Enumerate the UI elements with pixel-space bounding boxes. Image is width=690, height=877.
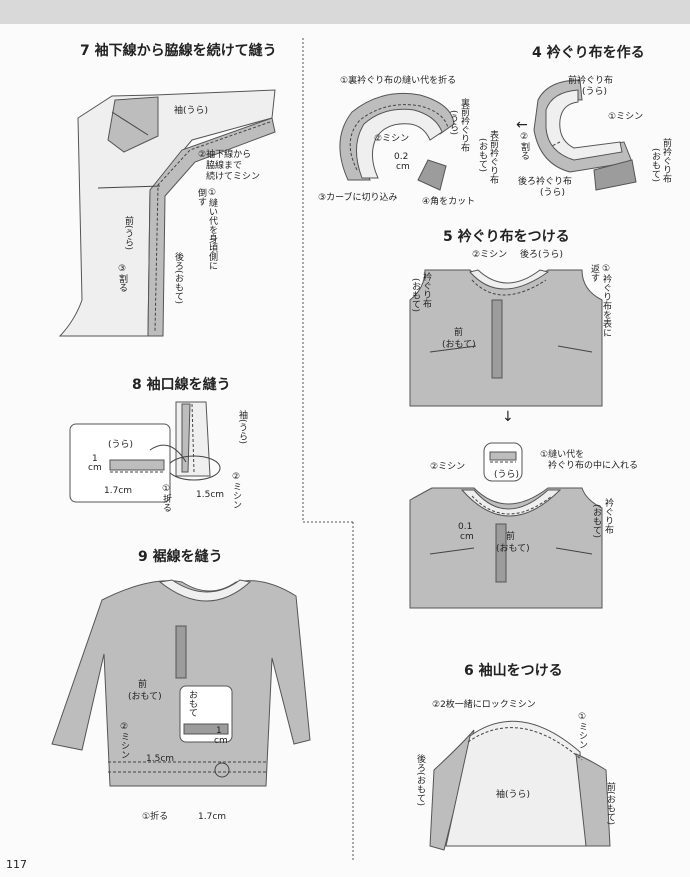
step5-overlap-1: ①衿ぐり布を表に	[601, 264, 611, 337]
step8-title: 8 袖口線を縫う	[132, 377, 231, 393]
step7-front-label: 前(うら)	[123, 216, 133, 251]
step5-neck-piece2: 衿ぐり布	[603, 498, 613, 534]
step4-front-piece: 前衿ぐり布	[568, 76, 614, 86]
step4-arrow-icon: ←	[516, 117, 528, 133]
step4-fold-seam: ①裏衿ぐり布の縫い代を折る	[340, 76, 457, 86]
step7-fold-1: ①縫い代を身頃側に	[207, 188, 217, 270]
step5-top-illustration	[409, 269, 603, 407]
step5-back: 後ろ(うら)	[520, 250, 564, 260]
step7-illustration	[58, 89, 276, 337]
step5-neck-piece: 衿ぐり布	[421, 272, 431, 308]
step9-illustration	[51, 579, 311, 787]
step5-width: 0.1	[458, 522, 473, 532]
step8-zoom-label: (うら)	[108, 440, 134, 450]
step9-front: 前	[138, 680, 148, 690]
step5-front2-sub: (おもて)	[496, 544, 530, 554]
step9-title: 9 裾線を縫う	[138, 549, 223, 565]
step9-hem-width: 1.5cm	[146, 754, 175, 764]
step6-back: 後ろ(おもて)	[415, 754, 425, 807]
page-number: 117	[6, 858, 27, 871]
step5-bottom-illustration	[409, 442, 603, 609]
step9-one: 1	[216, 726, 222, 736]
step7-stitch-3: 続けてミシン	[206, 172, 261, 182]
step7-stitch-2: 脇線まで	[206, 161, 243, 171]
step6-stitch: ①ミシン	[577, 712, 587, 749]
step6-title: 6 袖山をつける	[464, 663, 563, 679]
step5-stitch2: ②ミシン	[430, 462, 466, 472]
step4-width: 0.2	[394, 152, 409, 162]
step8-hem-width: 1.5cm	[196, 490, 225, 500]
step7-back-label: 後ろ(おもて)	[173, 252, 183, 305]
step5-neck-piece-sub: (おもて)	[410, 278, 420, 313]
step4-back-front-sub: (うら)	[448, 110, 458, 136]
step7-press-label: ③割る	[117, 264, 127, 292]
step9-zoom-label: おもて	[187, 690, 197, 717]
step5-arrow-icon: ↓	[502, 409, 514, 425]
step4-front-piece2: 前衿ぐり布	[661, 138, 671, 183]
step9-unit: cm	[214, 736, 228, 746]
step4-back-front: 裏前衿ぐり布	[459, 98, 469, 152]
step5-front2: 前	[506, 532, 516, 542]
step5-front-sub: (おもて)	[442, 340, 476, 350]
step7-stitch-1: ②袖下線から	[198, 150, 252, 160]
step9-stitch: ②ミシン	[119, 722, 129, 759]
step4-illustration	[339, 79, 637, 191]
step4-press: ②割る	[519, 132, 529, 160]
step4-clip: ③カーブに切り込み	[318, 193, 398, 203]
step5-front: 前	[454, 328, 464, 338]
step9-fold: ①折る	[142, 812, 169, 822]
step8-stitch: ②ミシン	[231, 472, 241, 509]
step8-seam-width: 1.7cm	[104, 486, 133, 496]
step6-front: 前(おもて)	[605, 782, 615, 826]
step4-back-piece: 後ろ衿ぐり布	[518, 177, 573, 187]
step7-sleeve-label: 袖(うら)	[174, 106, 209, 116]
step5-insert: ①縫い代を	[540, 450, 585, 460]
top-band	[0, 0, 690, 24]
step6-sleeve: 袖(うら)	[496, 790, 531, 800]
step4-back-piece-sub: (うら)	[540, 188, 566, 198]
step4-seam1: ①ミシン	[608, 112, 644, 122]
step4-corner: ④角をカット	[422, 197, 476, 207]
step5-unit: cm	[460, 532, 474, 542]
step5-overlap-2: 返す	[589, 264, 599, 282]
step5-stitch: ②ミシン	[472, 250, 508, 260]
step4-front-piece-sub: (うら)	[582, 87, 608, 97]
step4-title: 4 衿ぐり布を作る	[532, 45, 645, 61]
step5-neck-piece2-sub: (おもて)	[591, 504, 601, 539]
step7-fold-2: 倒す	[196, 188, 206, 206]
step8-fold: ①折る	[161, 484, 171, 512]
step5-zoom-label: (うら)	[494, 470, 520, 480]
step8-sleeve: 袖(うら)	[237, 410, 247, 445]
step4-front-piece2-sub: (おもて)	[650, 148, 660, 183]
step7-title: 7 袖下線から脇線を続けて縫う	[80, 43, 277, 59]
step8-illustration	[69, 401, 221, 503]
step8-unit: cm	[88, 463, 102, 473]
step5-insert2: 衿ぐり布の中に入れる	[548, 461, 639, 471]
step9-seam-width: 1.7cm	[198, 812, 227, 822]
step4-stitch: ②ミシン	[374, 134, 410, 144]
step5-title: 5 衿ぐり布をつける	[443, 229, 570, 245]
step6-lock: ②2枚一緒にロックミシン	[432, 700, 536, 710]
step4-unit: cm	[396, 162, 410, 172]
step6-illustration	[429, 720, 611, 851]
step8-one: 1	[92, 454, 98, 464]
step4-front-face: 表前衿ぐり布	[488, 130, 498, 184]
step9-front-sub: (おもて)	[128, 692, 162, 702]
step4-front-face-sub: (おもて)	[477, 138, 487, 173]
